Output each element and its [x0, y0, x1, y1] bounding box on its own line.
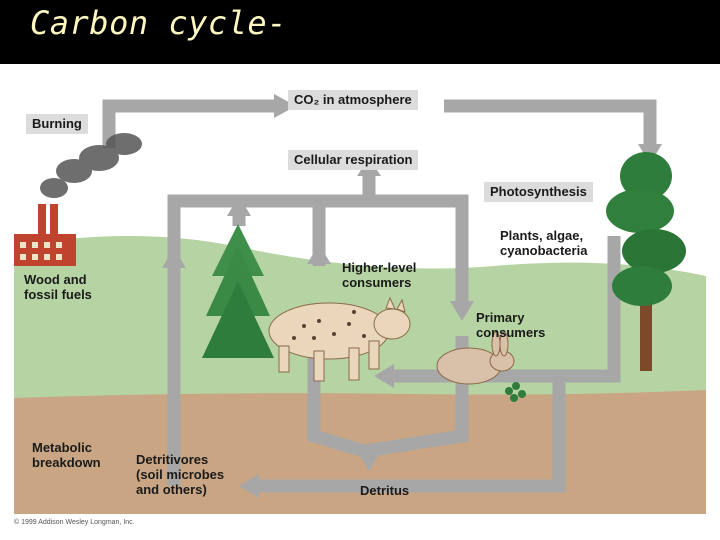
factory-windows [20, 242, 62, 260]
higher-consumers-label: Higher-level consumers [342, 260, 416, 290]
arrowhead-shrub [227, 196, 251, 216]
arrowhead-co2 [274, 94, 296, 118]
arrowhead-primary [450, 301, 474, 321]
wood-fuels-label: Wood and fossil fuels [24, 272, 92, 302]
higher-consumers-line-2: consumers [342, 275, 412, 290]
producers-line-1: Plants, algae, [500, 228, 584, 243]
detritivores-line-3: and others) [136, 482, 207, 497]
metabolic-line-2: breakdown [32, 455, 101, 470]
carbon-cycle-diagram: CO₂ in atmosphere Cellular respiration P… [14, 76, 706, 514]
smoke [40, 133, 142, 198]
cellular-respiration-box: Cellular respiration [288, 150, 419, 170]
arrow-to-detritus [259, 381, 566, 493]
arrow-co2-to-tree [444, 99, 657, 144]
copyright-notice: © 1999 Addison Wesley Longman, Inc. [14, 519, 135, 526]
arrowhead-detritivores [239, 474, 259, 498]
arrow-burning-to-co2 [102, 99, 274, 148]
co2-atmosphere-box: CO₂ in atmosphere [288, 90, 418, 110]
arrowhead-higher [307, 244, 331, 264]
photosynthesis-box: Photosynthesis [484, 182, 593, 202]
detritivores-label: Detritivores (soil microbes and others) [136, 452, 224, 497]
primary-consumers-line-1: Primary [476, 310, 525, 325]
producers-label: Plants, algae, cyanobacteria [500, 228, 587, 258]
small-plant [505, 382, 526, 402]
wood-fuels-line-1: Wood and [24, 272, 87, 287]
detritivores-line-2: (soil microbes [136, 467, 225, 482]
conifer-shrub [202, 224, 274, 358]
metabolic-breakdown-label: Metabolic breakdown [32, 440, 101, 470]
tall-tree [606, 152, 686, 371]
metabolic-line-1: Metabolic [32, 440, 92, 455]
producers-line-2: cyanobacteria [500, 243, 588, 258]
bobcat [268, 296, 411, 382]
slide-title: Carbon cycle- [30, 4, 287, 42]
burning-box: Burning [26, 114, 88, 134]
arrowhead-detritus [357, 451, 381, 471]
rabbit [436, 331, 515, 385]
diagram-artwork [14, 76, 706, 514]
factory [14, 204, 76, 266]
arrowhead-left-up [162, 248, 186, 268]
detritivores-line-1: Detritivores [136, 452, 209, 467]
arrowhead-consumers [374, 364, 394, 388]
title-bar: Carbon cycle- [0, 0, 720, 64]
primary-consumers-label: Primary consumers [476, 310, 545, 340]
detritus-label: Detritus [360, 483, 410, 498]
wood-fuels-line-2: fossil fuels [24, 287, 92, 302]
higher-consumers-line-1: Higher-level [342, 260, 417, 275]
primary-consumers-line-2: consumers [476, 325, 546, 340]
